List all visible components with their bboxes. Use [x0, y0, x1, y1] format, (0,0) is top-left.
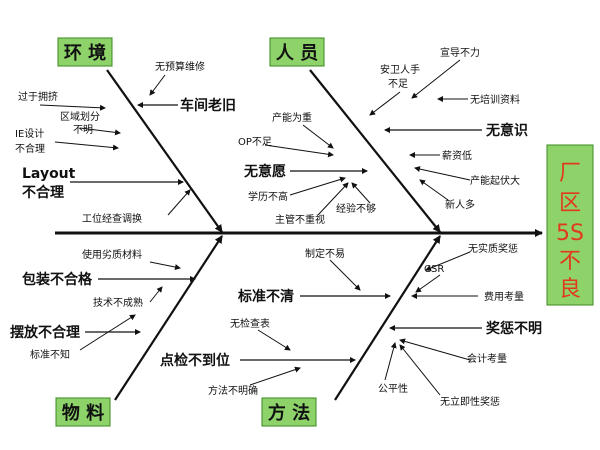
cause-no-awareness-people: 无意愿 — [243, 163, 286, 180]
effect-line-4: 不 — [559, 249, 581, 274]
cause-packaging: 包装不合格 — [22, 271, 93, 288]
minor-no-real-reward: 无实质奖惩 — [468, 242, 518, 255]
minor-immature-tech: 技术不成熟 — [93, 296, 143, 309]
minor-understaffed-1: 安卫人手 — [380, 63, 420, 76]
cause-standard: 标准不清 — [237, 288, 294, 305]
category-environment: 环 境 — [64, 42, 106, 64]
minor-area-unclear-1: 区域划分 — [60, 110, 100, 123]
category-box-people — [269, 37, 325, 67]
minor-accounting-review: 会计考量 — [467, 352, 507, 365]
effect-line-5: 良 — [559, 277, 581, 302]
cause-old-workshop: 车间老旧 — [180, 97, 236, 114]
minor-inexperienced: 经验不够 — [336, 202, 376, 215]
minor-cost-review: 费用考量 — [484, 290, 524, 303]
bone-material — [114, 235, 223, 401]
minor-no-budget: 无预算维修 — [155, 60, 205, 73]
minor-inferior-material: 使用劣质材料 — [82, 248, 142, 261]
arrow-no-budget — [149, 74, 166, 96]
minor-low-pay: 薪资低 — [442, 149, 472, 162]
arrow-unaware-standard — [79, 314, 136, 351]
arrow-immature-tech — [149, 286, 163, 303]
arrow-supervisor — [317, 182, 349, 216]
minor-unclear-method: 方法不明确 — [208, 384, 258, 397]
arrow-accounting-review — [399, 338, 471, 361]
minor-ie-design-2: 不合理 — [15, 142, 45, 155]
arrow-inferior-material — [149, 261, 181, 270]
arrow-propaganda — [411, 59, 461, 99]
bone-people — [309, 69, 441, 233]
arrow-no-instant-reward — [399, 344, 441, 396]
cause-reward: 奖惩不明 — [486, 320, 542, 337]
bone-method — [334, 235, 441, 401]
arrow-op-insufficient — [264, 144, 334, 158]
category-box-method — [261, 397, 317, 427]
category-material: 物 料 — [62, 402, 104, 424]
arrow-area-unclear — [79, 127, 121, 136]
minor-no-checklist: 无检查表 — [230, 317, 270, 330]
minor-unaware-standard: 标准不知 — [30, 348, 70, 361]
cause-layout-1: Layout — [22, 166, 76, 182]
cause-placement: 摆放不合理 — [10, 324, 80, 341]
arrow-fairness — [384, 342, 397, 381]
minor-capacity-swing: 产能起伏大 — [470, 174, 520, 187]
effect-line-1: 厂 — [559, 161, 581, 186]
arrow-made-hard — [329, 259, 361, 291]
arrow-ie-design — [54, 141, 119, 151]
effect-box — [546, 144, 594, 306]
minor-understaffed-2: 不足 — [388, 78, 408, 90]
minor-frequent-change: 工位经查调换 — [82, 212, 142, 225]
bone-environment — [106, 69, 223, 233]
effect-line-2: 区 — [559, 191, 581, 216]
category-box-environment — [57, 37, 113, 67]
arrow-no-real-reward — [425, 251, 471, 271]
arrow-new-staff — [419, 179, 449, 201]
minor-csr: CSR — [424, 264, 444, 275]
arrow-too-crowded — [39, 104, 106, 111]
minor-low-education: 学历不高 — [248, 190, 288, 203]
minor-area-unclear-2: 不明 — [73, 124, 93, 136]
cause-layout-2: 不合理 — [22, 184, 64, 201]
minor-fairness: 公平性 — [378, 382, 408, 395]
arrow-inexperienced — [351, 182, 371, 204]
arrow-output-first — [302, 124, 334, 149]
minor-propaganda: 宣导不力 — [440, 46, 480, 59]
arrow-unclear-method — [249, 366, 301, 386]
effect-line-3: 5S — [556, 221, 584, 246]
minor-new-staff: 新人多 — [445, 198, 475, 211]
minor-made-hard: 制定不易 — [305, 247, 345, 260]
minor-no-instant-reward: 无立即性奖惩 — [440, 395, 500, 408]
cause-inspection: 点检不到位 — [160, 352, 230, 369]
category-box-material — [55, 397, 111, 427]
category-method: 方 法 — [268, 402, 310, 424]
arrow-understaffed — [369, 91, 401, 116]
arrow-no-checklist — [257, 329, 291, 351]
arrow-capacity-swing — [414, 166, 471, 181]
minor-op-insufficient: OP不足 — [238, 136, 272, 148]
cause-no-awareness: 无意识 — [485, 122, 528, 139]
minor-supervisor: 主管不重视 — [275, 213, 325, 226]
arrow-csr — [415, 274, 441, 293]
minor-training: 无培训资料 — [470, 93, 520, 106]
minor-output-first: 产能为重 — [272, 111, 312, 124]
arrow-low-education — [289, 176, 346, 196]
category-people: 人 员 — [276, 43, 318, 64]
arrow-frequent-change — [167, 189, 191, 216]
minor-ie-design-1: IE设计 — [15, 127, 44, 140]
minor-too-crowded: 过于拥挤 — [18, 90, 58, 103]
